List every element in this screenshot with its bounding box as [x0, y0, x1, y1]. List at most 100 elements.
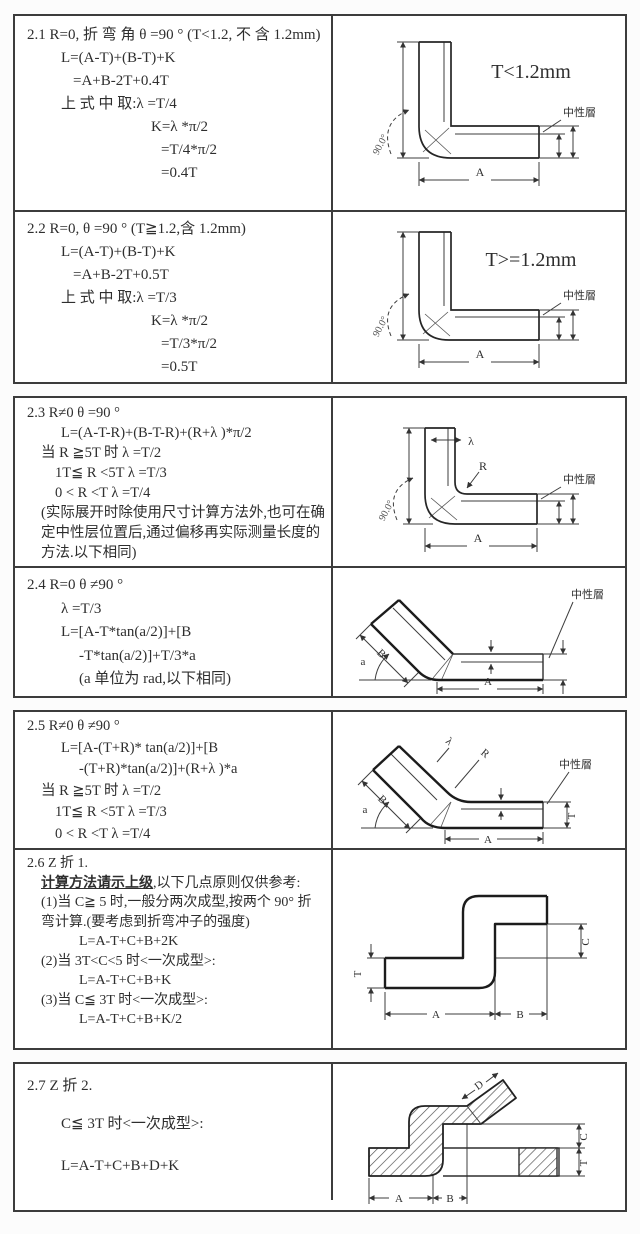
- formula-table-3: 2.5 R≠0 θ ≠90 ° L=[A-(T+R)* tan(a/2)]+[B…: [13, 710, 627, 1050]
- condition-line: 0 < R <T λ =T/4: [55, 485, 151, 501]
- formula-cell: 2.3 R≠0 θ =90 ° L=(A-T-R)+(B-T-R)+(R+λ )…: [15, 398, 333, 566]
- formula-line: L=(A-T)+(B-T)+K: [61, 244, 176, 260]
- diagram-angle-bend-radius: λ R a B A T 中性層: [357, 735, 592, 846]
- formula-line: L=[A-T*tan(a/2)]+[B: [61, 624, 192, 640]
- z-section-hatched-shape: [368, 1079, 517, 1177]
- dim-t-label: T: [352, 970, 364, 977]
- section-heading: 2.4 R=0 θ ≠90 °: [27, 577, 124, 593]
- neutral-layer-label: 中性層: [563, 472, 596, 486]
- formula-cell: 2.2 R=0, θ =90 ° (T≧1.2,含 1.2mm) L=(A-T)…: [15, 212, 333, 382]
- formula-line: L=A-T+C+B+K/2: [79, 1012, 183, 1027]
- dim-c-label: C: [578, 1133, 590, 1140]
- formula-line: 上 式 中 取:λ =T/4: [61, 96, 177, 112]
- condition-line: 0 < R <T λ =T/4: [55, 825, 151, 842]
- note-bold-text: 计算方法请示上级: [41, 875, 153, 891]
- section-heading: 2.1 R=0, 折 弯 角 θ =90 ° (T<1.2, 不 含 1.2mm…: [27, 27, 321, 43]
- dim-a-label: A: [484, 834, 492, 846]
- formula-line: L=(A-T-R)+(B-T-R)+(R+λ )*π/2: [61, 425, 252, 441]
- plate-hatched-block: [518, 1147, 558, 1177]
- formula-line: -T*tan(a/2)]+T/3*a: [79, 647, 196, 664]
- section-heading: 2.6 Z 折 1.: [27, 856, 89, 871]
- dim-b-label: B: [516, 1009, 523, 1021]
- diagram-cell: λ R a B A T 中性層: [333, 712, 625, 848]
- formula-line: 上 式 中 取:λ =T/3: [61, 290, 177, 306]
- condition-line: 当 R ≧5T 时 λ =T/2: [41, 445, 162, 461]
- formula-line: =0.5T: [161, 359, 198, 375]
- angle-a-label: a: [361, 656, 366, 668]
- table-row: 2.1 R=0, 折 弯 角 θ =90 ° (T<1.2, 不 含 1.2mm…: [15, 16, 625, 210]
- formula-line: λ =T/3: [61, 600, 102, 617]
- diagram-cell: A B C T: [333, 850, 625, 1048]
- formula-line: =T/4*π/2: [161, 142, 218, 158]
- neutral-layer-label: 中性層: [563, 105, 596, 119]
- formula-line: L=A-T+C+B+D+K: [61, 1158, 180, 1174]
- table-row: 2.5 R≠0 θ ≠90 ° L=[A-(T+R)* tan(a/2)]+[B…: [15, 712, 625, 848]
- neutral-layer-label: 中性層: [559, 757, 592, 771]
- radius-label: R: [478, 747, 492, 761]
- diagram-l-bend-radius: λ R 90.0° A 中性層: [377, 427, 596, 552]
- neutral-layer-label: 中性層: [571, 587, 604, 601]
- condition-line: 1T≦ R <5T λ =T/3: [55, 465, 167, 481]
- formula-cell: 2.5 R≠0 θ ≠90 ° L=[A-(T+R)* tan(a/2)]+[B…: [15, 712, 333, 848]
- condition-line: 当 R ≧5T 时 λ =T/2: [41, 782, 162, 799]
- formula-line: =0.4T: [161, 165, 198, 181]
- angle-label: 90.0°: [371, 133, 391, 157]
- section-heading: 2.7 Z 折 2.: [27, 1078, 93, 1094]
- formula-cell: 2.4 R=0 θ ≠90 ° λ =T/3 L=[A-T*tan(a/2)]+…: [15, 568, 333, 696]
- table-row: 2.4 R=0 θ ≠90 ° λ =T/3 L=[A-T*tan(a/2)]+…: [15, 566, 625, 696]
- formula-line: =A+B-2T+0.4T: [73, 73, 169, 89]
- radius-label: R: [479, 459, 487, 473]
- condition-line: (2)当 3T<C<5 时<一次成型>:: [41, 953, 216, 969]
- lambda-label: λ: [443, 735, 455, 748]
- dim-c-label: C: [580, 938, 592, 945]
- table-row: 2.6 Z 折 1. 计算方法请示上级,以下几点原则仅供参考: (1)当 C≧ …: [15, 848, 625, 1048]
- dim-a-label: A: [476, 165, 485, 179]
- diagram-l-bend-thick: T>=1.2mm 90.0° A 中性層: [371, 231, 596, 368]
- formula-table-1: 2.1 R=0, 折 弯 角 θ =90 ° (T<1.2, 不 含 1.2mm…: [13, 14, 627, 384]
- diagram-cell: T<1.2mm 90.0° A 中性層: [333, 16, 625, 210]
- diagram-z-bend: A B C T: [352, 894, 592, 1021]
- section-heading: 2.2 R=0, θ =90 ° (T≧1.2,含 1.2mm): [27, 221, 246, 237]
- formula-line: L=[A-(T+R)* tan(a/2)]+[B: [61, 739, 218, 756]
- note-rest-text: ,以下几点原则仅供参考:: [153, 875, 301, 891]
- note-line: (实际展开时除使用尺寸计算方法外,也可在确定中性层位置后,通过偏移再实际测量长度…: [41, 505, 325, 561]
- section-heading: 2.3 R≠0 θ =90 °: [27, 405, 120, 421]
- angle-a-label: a: [363, 804, 368, 816]
- note-line: (a 单位为 rad,以下相同): [79, 671, 232, 687]
- thickness-title: T<1.2mm: [491, 61, 571, 83]
- dim-a-label: A: [474, 531, 483, 545]
- formula-line: =T/3*π/2: [161, 336, 218, 352]
- table-row: 2.3 R≠0 θ =90 ° L=(A-T-R)+(B-T-R)+(R+λ )…: [15, 398, 625, 566]
- formula-line: L=A-T+C+B+K: [79, 973, 172, 988]
- formula-cell: 2.7 Z 折 2. C≦ 3T 时<一次成型>: L=A-T+C+B+D+K: [15, 1064, 333, 1200]
- dim-b-label: B: [375, 793, 389, 807]
- condition-line: (3)当 C≦ 3T 时<一次成型>:: [41, 992, 208, 1008]
- condition-line: 1T≦ R <5T λ =T/3: [55, 804, 167, 820]
- formula-line: L=A-T+C+B+2K: [79, 934, 179, 949]
- dim-t-label: T: [566, 812, 578, 819]
- diagram-cell: λ R 90.0° A 中性層: [333, 398, 625, 566]
- formula-line: -(T+R)*tan(a/2)]+(R+λ )*a: [79, 761, 238, 777]
- condition-line: C≦ 3T 时<一次成型>:: [61, 1116, 204, 1132]
- formula-table-2: 2.3 R≠0 θ =90 ° L=(A-T-R)+(B-T-R)+(R+λ )…: [13, 396, 627, 698]
- formula-cell: 2.6 Z 折 1. 计算方法请示上级,以下几点原则仅供参考: (1)当 C≧ …: [15, 850, 333, 1048]
- dim-b-label: B: [374, 647, 388, 661]
- diagram-cell: T>=1.2mm 90.0° A 中性層: [333, 212, 625, 382]
- formula-cell: 2.1 R=0, 折 弯 角 θ =90 ° (T<1.2, 不 含 1.2mm…: [15, 16, 333, 210]
- dim-a-label: A: [395, 1193, 403, 1205]
- dim-t-label: T: [578, 1159, 590, 1166]
- dim-b-label: B: [446, 1193, 453, 1205]
- table-row: 2.2 R=0, θ =90 ° (T≧1.2,含 1.2mm) L=(A-T)…: [15, 210, 625, 382]
- condition-line: (1)当 C≧ 5 时,一般分两次成型,按两个 90° 折弯计算.(要考虑到折弯…: [41, 895, 312, 930]
- diagram-l-bend-sharp: T<1.2mm 90.0° A 中性層: [371, 41, 596, 186]
- lambda-label: λ: [468, 434, 474, 448]
- dim-a-label: A: [484, 676, 492, 688]
- table-row: 2.7 Z 折 2. C≦ 3T 时<一次成型>: L=A-T+C+B+D+K: [15, 1064, 625, 1210]
- thickness-title: T>=1.2mm: [486, 249, 577, 271]
- section-heading: 2.5 R≠0 θ ≠90 °: [27, 718, 120, 734]
- note-line: 计算方法请示上级,以下几点原则仅供参考:: [15, 874, 331, 894]
- diagram-cell: A B C T D: [333, 1064, 625, 1210]
- dim-a-label: A: [476, 347, 485, 361]
- dim-a-label: A: [432, 1009, 440, 1021]
